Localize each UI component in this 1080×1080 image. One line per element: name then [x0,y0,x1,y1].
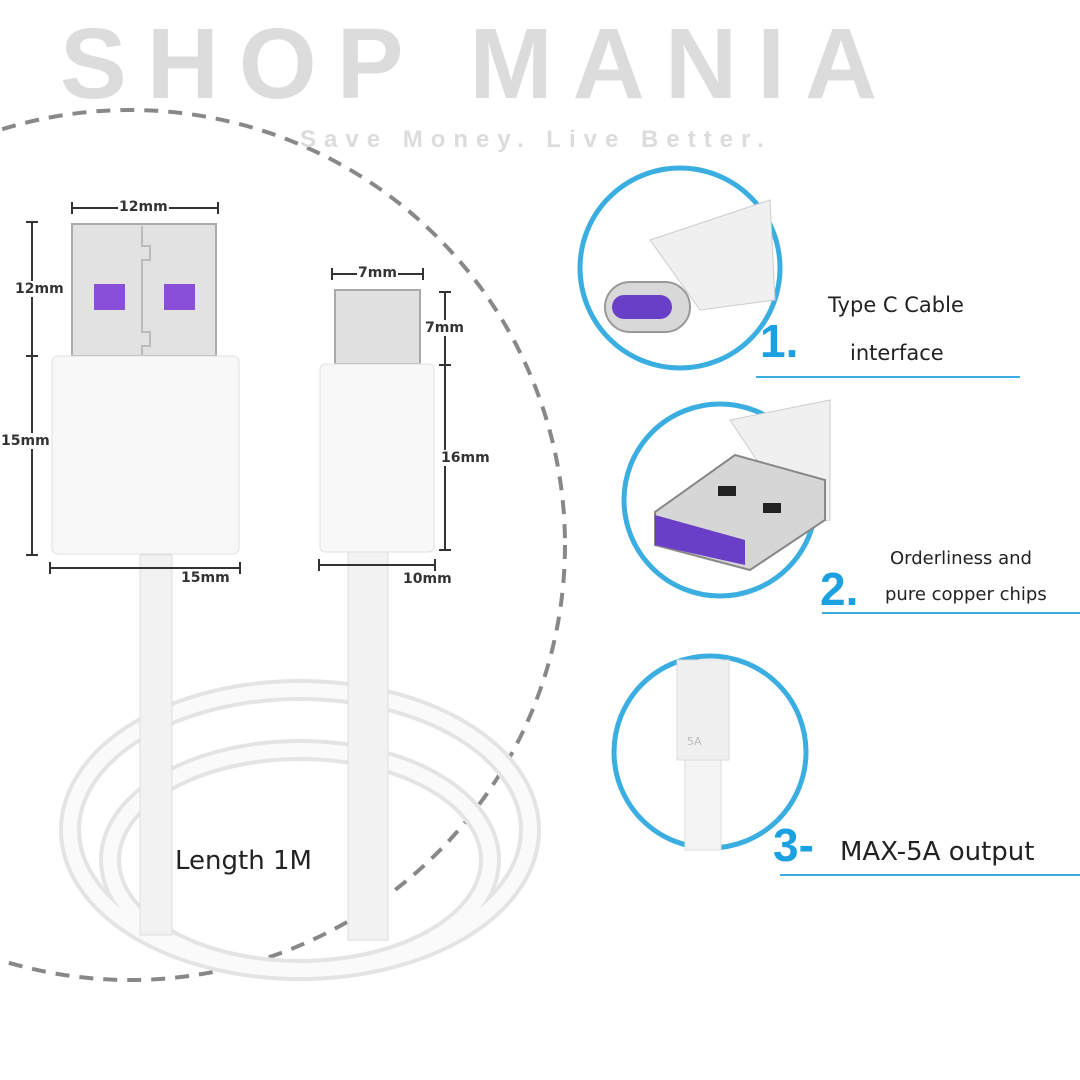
usb-width-top-label: 12mm [118,199,169,215]
typec-width-top-label: 7mm [357,265,398,281]
dashed-divider-circle [0,108,567,982]
feature-2-underline [822,612,1080,614]
detail-circle-cable [611,653,809,851]
feature-2-number: 2. [820,563,859,615]
cable-length-label: Length 1M [175,846,312,876]
feature-3-line1: MAX-5A output [840,837,1035,867]
feature-1-line2: interface [850,341,944,365]
feature-1-line1: Type C Cable [828,293,964,317]
feature-2-line1: Orderliness and [890,548,1032,569]
cable-mark: 5A [687,735,702,748]
watermark-brand: SHOP MANIA [60,8,898,120]
usb-c-connector [319,289,435,941]
watermark-tagline: Save Money. Live Better. [300,126,772,153]
feature-1-underline [756,376,1020,378]
typec-body-width-label: 10mm [402,571,453,587]
detail-circle-typec [577,165,783,371]
typec-metal-height-label: 7mm [424,320,465,336]
feature-3-number: 3- [773,819,814,871]
dimension-lines [26,202,451,574]
feature-1-number: 1. [760,315,799,367]
usb-pin-icon [94,284,125,310]
feature-2-line2: pure copper chips [885,584,1047,605]
detail-circle-usb [621,399,831,599]
usb-body-width-label: 15mm [180,570,231,586]
feature-3-underline [780,874,1080,876]
usb-body-height-label: 15mm [0,433,51,449]
usb-a-connector [51,223,240,936]
usb-pin-icon [164,284,195,310]
typec-body-height-label: 16mm [440,450,491,466]
usb-metal-height-label: 12mm [14,281,65,297]
